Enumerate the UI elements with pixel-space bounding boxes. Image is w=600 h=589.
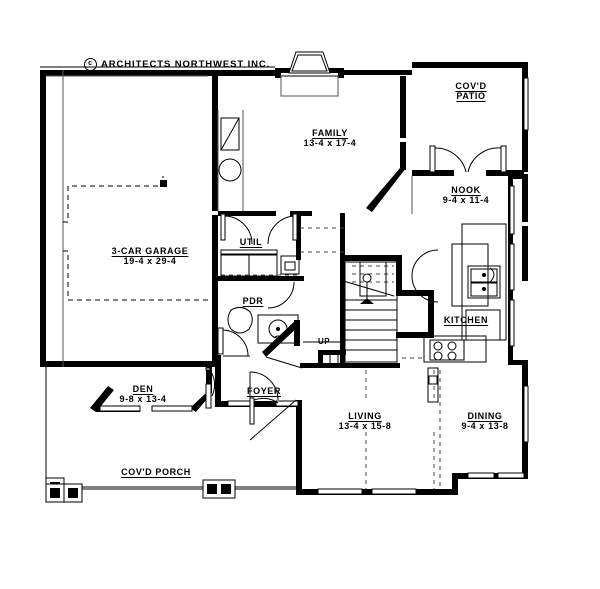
room-name: COV'D PORCH: [121, 467, 191, 477]
room-name: FAMILY: [312, 128, 348, 138]
room-label-family: FAMILY 13-4 x 17-4: [304, 128, 357, 149]
room-label-living: LIVING 13-4 x 15-8: [339, 411, 392, 432]
room-label-foyer: FOYER: [247, 386, 281, 396]
powder-room: [227, 281, 299, 344]
dryer: [248, 253, 278, 277]
room-name: DINING: [467, 411, 503, 421]
room-name: NOOK: [451, 185, 481, 195]
interior-walls: [212, 76, 434, 368]
lavatory: [257, 314, 299, 344]
room-label-nook: NOOK 9-4 x 11-4: [443, 185, 490, 206]
garage-post: [160, 180, 167, 187]
room-dimensions: 13-4 x 17-4: [303, 138, 357, 149]
room-dimensions: 9-8 x 13-4: [119, 394, 167, 405]
room-name: KITCHEN: [443, 315, 489, 325]
room-dimensions: 13-4 x 15-8: [338, 421, 392, 432]
room-label-covd-patio: COV'D PATIO: [455, 81, 486, 102]
kitchen-island: [451, 243, 489, 307]
architect-credit-text: ARCHITECTS NORTHWEST INC.: [101, 59, 271, 71]
room-name: UTIL: [239, 237, 263, 247]
room-label-kitchen: KITCHEN: [444, 315, 488, 325]
porch-columns: [45, 477, 83, 503]
entry-door: [205, 367, 279, 425]
garage-dashed-bays: [63, 176, 215, 301]
stair-direction-label: UP: [318, 337, 331, 346]
windows-and-openings: [40, 51, 529, 495]
living-dining-openings: [249, 356, 441, 489]
cooktop: [429, 339, 465, 361]
room-name: LIVING: [348, 411, 382, 421]
copyright-icon: c: [84, 58, 97, 71]
room-name: COV'D: [455, 81, 487, 91]
room-dimensions: 19-4 x 29-4: [123, 256, 177, 267]
porch-column-center: [202, 479, 236, 499]
room-name: DEN: [132, 384, 154, 394]
washer: [220, 253, 250, 277]
room-name: PDR: [242, 296, 264, 306]
utility-sink: [280, 255, 300, 275]
room-name: 3-CAR GARAGE: [111, 246, 189, 256]
room-label-util: UTIL: [240, 237, 262, 247]
room-label-garage: 3-CAR GARAGE 19-4 x 29-4: [112, 246, 189, 267]
covered-porch: [45, 367, 296, 503]
room-dimensions: 9-4 x 13-8: [461, 421, 509, 432]
staircase: [303, 261, 398, 368]
family-room-details: [280, 76, 339, 97]
room-name-line2: PATIO: [456, 91, 486, 102]
kitchen-fixtures: [402, 223, 507, 363]
room-label-pdr: PDR: [243, 296, 264, 306]
garage-entry-door: [217, 327, 250, 357]
utility-room: [220, 213, 346, 277]
room-label-dining: DINING 9-4 x 13-8: [461, 411, 508, 432]
room-name: FOYER: [246, 386, 282, 396]
kitchen-sink: [470, 268, 498, 283]
toilet: [227, 306, 253, 334]
room-label-den: DEN 9-8 x 13-4: [119, 384, 166, 405]
room-dimensions: 9-4 x 11-4: [442, 195, 490, 206]
entry-closet-niche: [217, 110, 244, 211]
architect-credit: c ARCHITECTS NORTHWEST INC.: [84, 58, 270, 71]
room-label-covd-porch: COV'D PORCH: [121, 467, 191, 477]
